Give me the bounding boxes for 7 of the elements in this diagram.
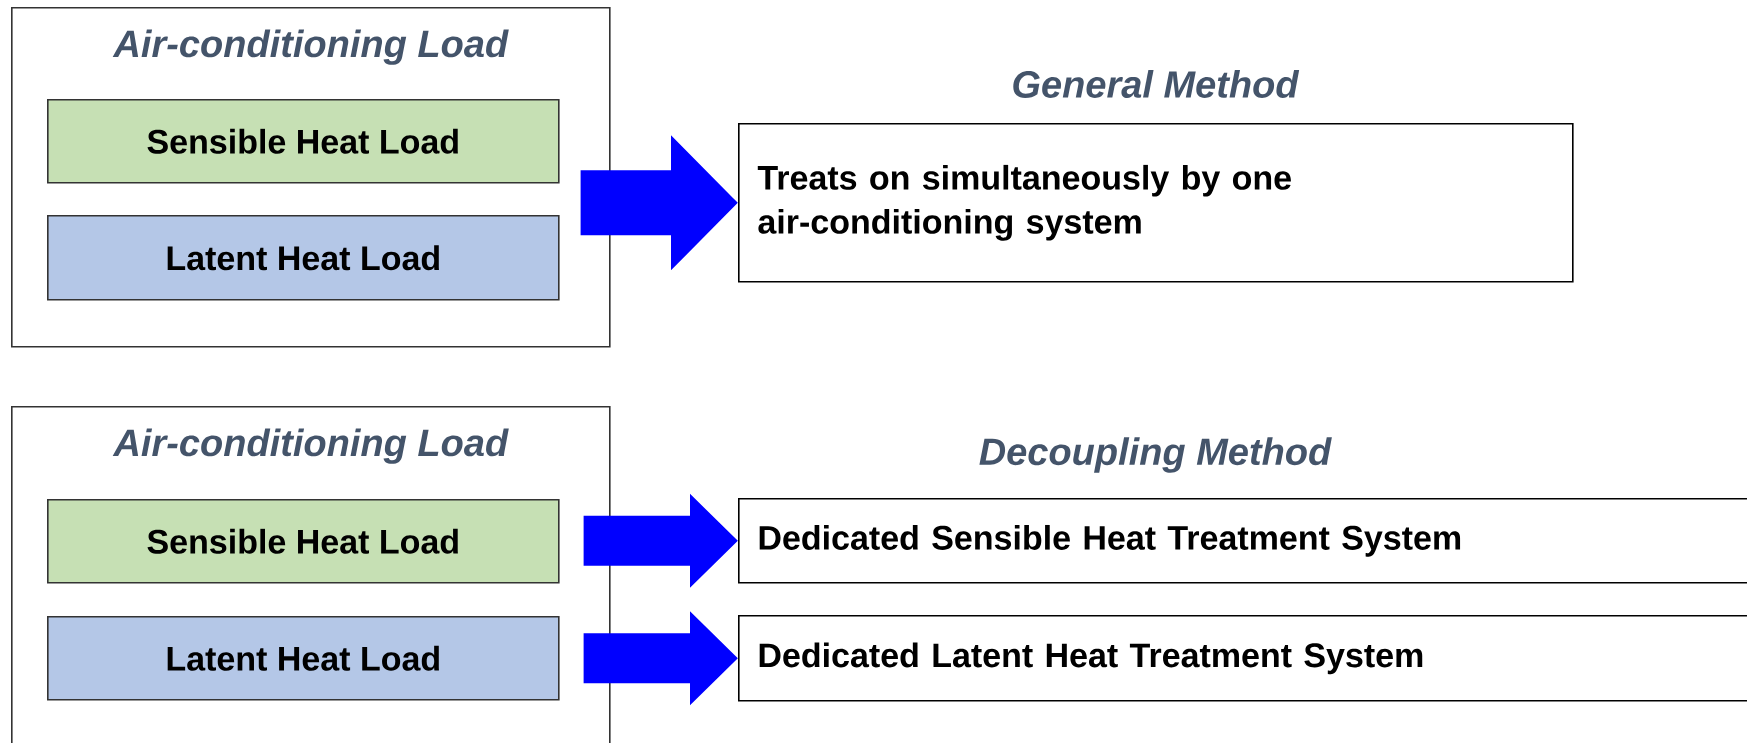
result-box: Treats on simultaneously by one air-conditioning system	[738, 123, 1574, 283]
load-box: Sensible Heat Load	[47, 499, 560, 584]
result-box: Dedicated Sensible Heat Treatment System	[738, 498, 1747, 584]
load-box: Latent Heat Load	[47, 616, 560, 701]
result-box: Dedicated Latent Heat Treatment System	[738, 615, 1747, 702]
load-box: Latent Heat Load	[47, 215, 560, 301]
load-box: Sensible Heat Load	[47, 99, 560, 184]
